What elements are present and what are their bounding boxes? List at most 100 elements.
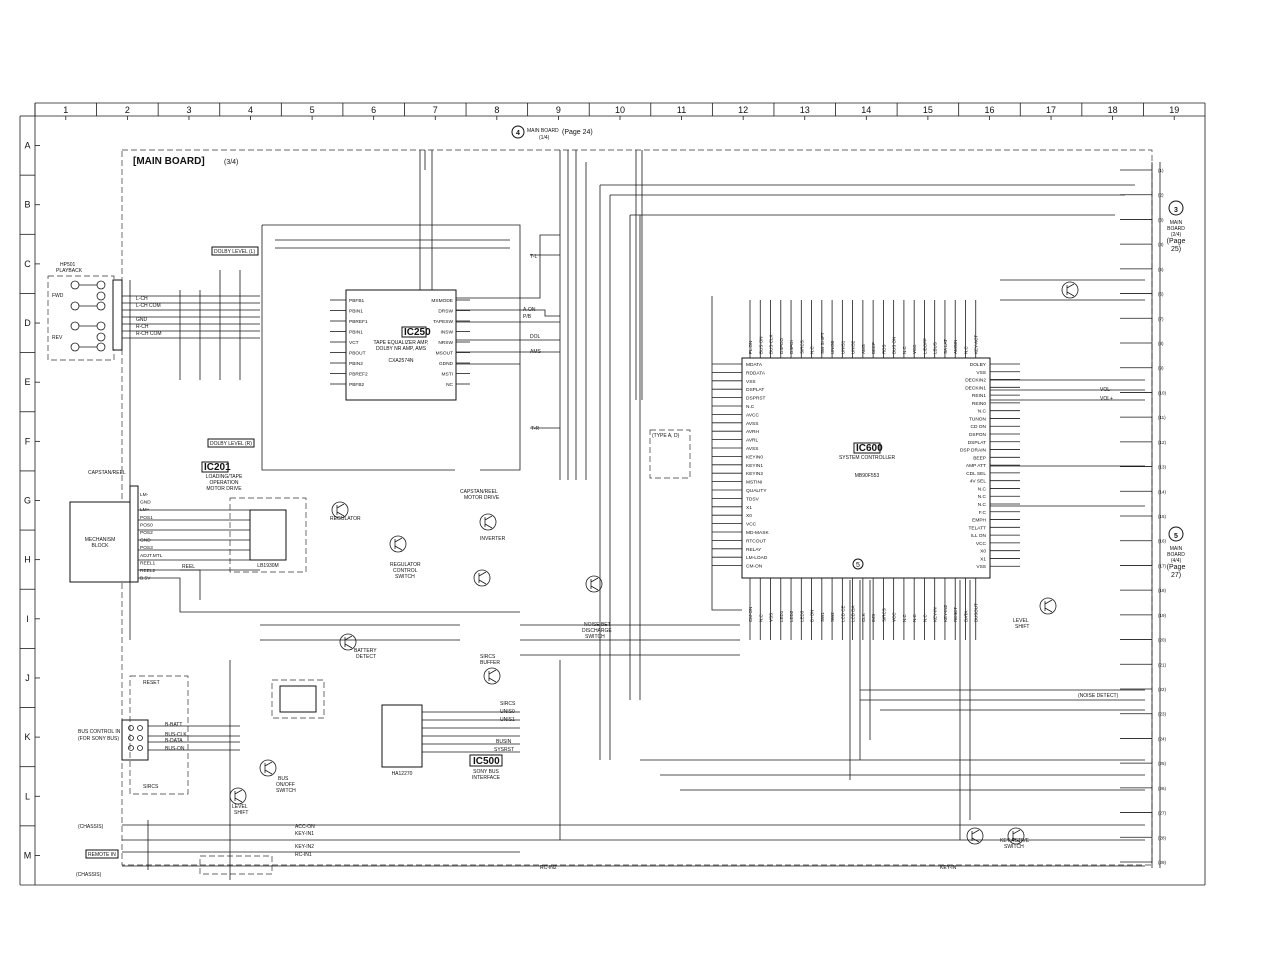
row-label: I: [26, 614, 29, 624]
ic600-top-pin: UNIS0: [830, 340, 835, 354]
transistor-symbol: [229, 787, 247, 805]
ic600-right-pin: VSS: [976, 370, 986, 376]
tuner-type-box: (TYPE A, D): [649, 429, 691, 479]
marker-5-text: 5: [856, 562, 860, 569]
ic600-top-pin: KEY-ACT: [974, 335, 979, 354]
ref-line-4: 27): [1171, 572, 1181, 579]
mechanism-label-0: MECHANISM: [85, 537, 116, 543]
ic600-bottom-pin: N.C: [758, 614, 763, 623]
ic600-desc: SYSTEM CONTROLLER: [839, 455, 896, 461]
ic600-left-pin: KEYIN0: [746, 454, 763, 460]
ic600-bottom-pin: LED1: [779, 610, 784, 622]
net-unis1: UNIS1: [500, 717, 515, 723]
ic600-right-pin: VSS: [976, 564, 986, 570]
board-title: [MAIN BOARD]: [133, 156, 205, 167]
bus-clk-label: BUS-CLK: [165, 732, 187, 738]
ic250-left-pin: PBIN1: [349, 309, 363, 315]
ref-number: 4: [516, 130, 520, 137]
noise-detect-label: (NOISE DETECT): [1078, 693, 1119, 699]
marker-5: 5: [852, 558, 864, 570]
col-label: 13: [800, 105, 810, 115]
connector-label: (11): [1158, 415, 1166, 420]
ic250-right-pin: NC: [446, 382, 453, 388]
ic600-left-pin: TDSV: [746, 496, 760, 502]
connector-label: (17): [1158, 563, 1167, 568]
q-bus-onoff-1: ON/OFF: [276, 782, 295, 788]
ic600-bottom-pin: VCC: [892, 612, 897, 622]
ref-main-board-2-4: 3 MAIN BOARD (2/4) (Page 25): [1167, 200, 1185, 253]
col-label: 3: [186, 105, 191, 115]
ic600-top-pin: SW SHIFT: [820, 332, 825, 354]
q-key-active-1: SWITCH: [1004, 844, 1024, 850]
bus-control-connector: BUS CONTROL IN (FOR SONY BUS) RESET SIRC…: [78, 675, 240, 795]
ic600-bottom-pin: N.C: [912, 614, 917, 623]
ic600-bottom-pin: SW2: [830, 612, 835, 622]
connector-label: (10): [1158, 390, 1167, 395]
ic600-left-pin: KEYIN1: [746, 463, 763, 469]
ic250-desc-0: TAPE EQUALIZER AMP,: [373, 340, 428, 346]
ic600-left-pin: DSPLAT: [746, 387, 764, 393]
row-label: F: [25, 436, 31, 446]
ic600-bottom-pin: VSS: [769, 613, 774, 622]
ic600-top-pin: SIRCS: [799, 340, 804, 354]
transistor-symbol: [339, 633, 357, 651]
ic600-bottom-pin: SIRCS: [881, 608, 886, 622]
ic250-left-pin: PBREF1: [349, 319, 368, 325]
row-label: E: [24, 377, 30, 387]
transistor-network: [229, 281, 1079, 845]
net-reel: REEL: [182, 564, 195, 570]
ic600-right-pin: ILL ON: [971, 533, 987, 539]
ic600-right-pin: N.C: [978, 502, 987, 508]
ic600-right-pin: REIN0: [972, 401, 986, 407]
ic600-top-pin: DSPDI: [789, 340, 794, 354]
ic250-left-pin: PBOUT: [349, 351, 366, 357]
net-key-in1: KEY-IN1: [295, 831, 314, 837]
dolby-level-r: DOLBY LEVEL (R): [210, 441, 252, 447]
ic250-right-pin: GDND: [439, 361, 454, 367]
col-label: 9: [556, 105, 561, 115]
q-noise-1: DISCHARGE: [582, 628, 612, 634]
ic600-top-pin: SA LAT: [943, 339, 948, 354]
transistor-leads: [488, 669, 497, 683]
row-label: B: [24, 200, 30, 210]
transistor-leads: [336, 503, 345, 517]
col-label: 8: [494, 105, 499, 115]
ic600-top-pin: UNIS2: [851, 340, 856, 354]
net-ams: AMS: [530, 349, 542, 355]
ic600-left-pin: RELAY: [746, 547, 762, 553]
mechanism-pin-label: POS2: [140, 530, 153, 536]
net-gnd: GND: [136, 317, 148, 323]
q-capstan: CAPSTAN/REEL MOTOR DRIVE: [460, 489, 500, 501]
col-label: 10: [615, 105, 625, 115]
mechanism-pin-label: POS3: [140, 545, 153, 551]
col-label: 7: [433, 105, 438, 115]
hp501-playback-head: HP501 PLAYBACK FWD REV: [47, 262, 123, 361]
ic500: IC500 SONY BUS INTERFACE HA12270 SIRCS U…: [271, 679, 520, 781]
ic600-right-pin: DSPON: [969, 432, 987, 438]
connector-label: (1): [1158, 168, 1164, 173]
ic600-name: IC600: [856, 443, 883, 454]
ic250-right-pin: DRSW: [438, 309, 453, 315]
net-t-l: T-L: [530, 254, 537, 260]
hp501-label: HP501: [60, 262, 76, 268]
col-label: 16: [984, 105, 994, 115]
ref-line-2: (4/4): [1171, 558, 1182, 564]
net-rc-in: RC-IN1: [295, 852, 312, 858]
connector-label: (21): [1158, 662, 1167, 667]
ic600-right-pin: AMP ATT: [966, 463, 986, 469]
ic250-left-pin: PBIN2: [349, 361, 363, 367]
net-sircs: SIRCS: [500, 701, 516, 707]
tuner-type-label: (TYPE A, D): [652, 433, 680, 439]
ic500-desc-1: INTERFACE: [472, 775, 501, 781]
ref-line-2: (2/4): [1171, 232, 1182, 238]
ic600-right-pin: TUNON: [969, 416, 987, 422]
ic600-right-pin: X1: [980, 556, 986, 562]
row-label: M: [24, 850, 32, 860]
board-title-sub: (3/4): [224, 159, 238, 166]
connector-label: (4): [1158, 242, 1164, 247]
q-bus-onoff-0: BUS: [278, 776, 289, 782]
capstan-reel-label: CAPSTAN/REEL: [88, 470, 126, 476]
transistor-leads: [394, 537, 403, 551]
connector-label: (16): [1158, 539, 1167, 544]
